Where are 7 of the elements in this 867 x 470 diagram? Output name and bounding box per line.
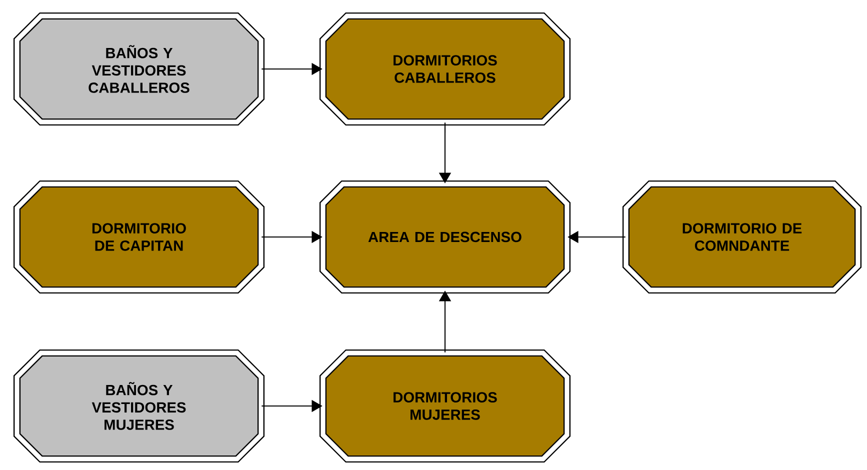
room-box: DORMITORIOS MUJERES bbox=[319, 349, 571, 463]
room-box: DORMITORIO DE COMNDANTE bbox=[622, 180, 862, 294]
room-box: AREA DE DESCENSO bbox=[319, 180, 571, 294]
room-box: DORMITORIOS CABALLEROS bbox=[319, 12, 571, 126]
room-box: DORMITORIO DE CAPITAN bbox=[13, 180, 265, 294]
room-box: BAÑOS Y VESTIDORES CABALLEROS bbox=[13, 12, 265, 126]
room-box: BAÑOS Y VESTIDORES MUJERES bbox=[13, 349, 265, 463]
